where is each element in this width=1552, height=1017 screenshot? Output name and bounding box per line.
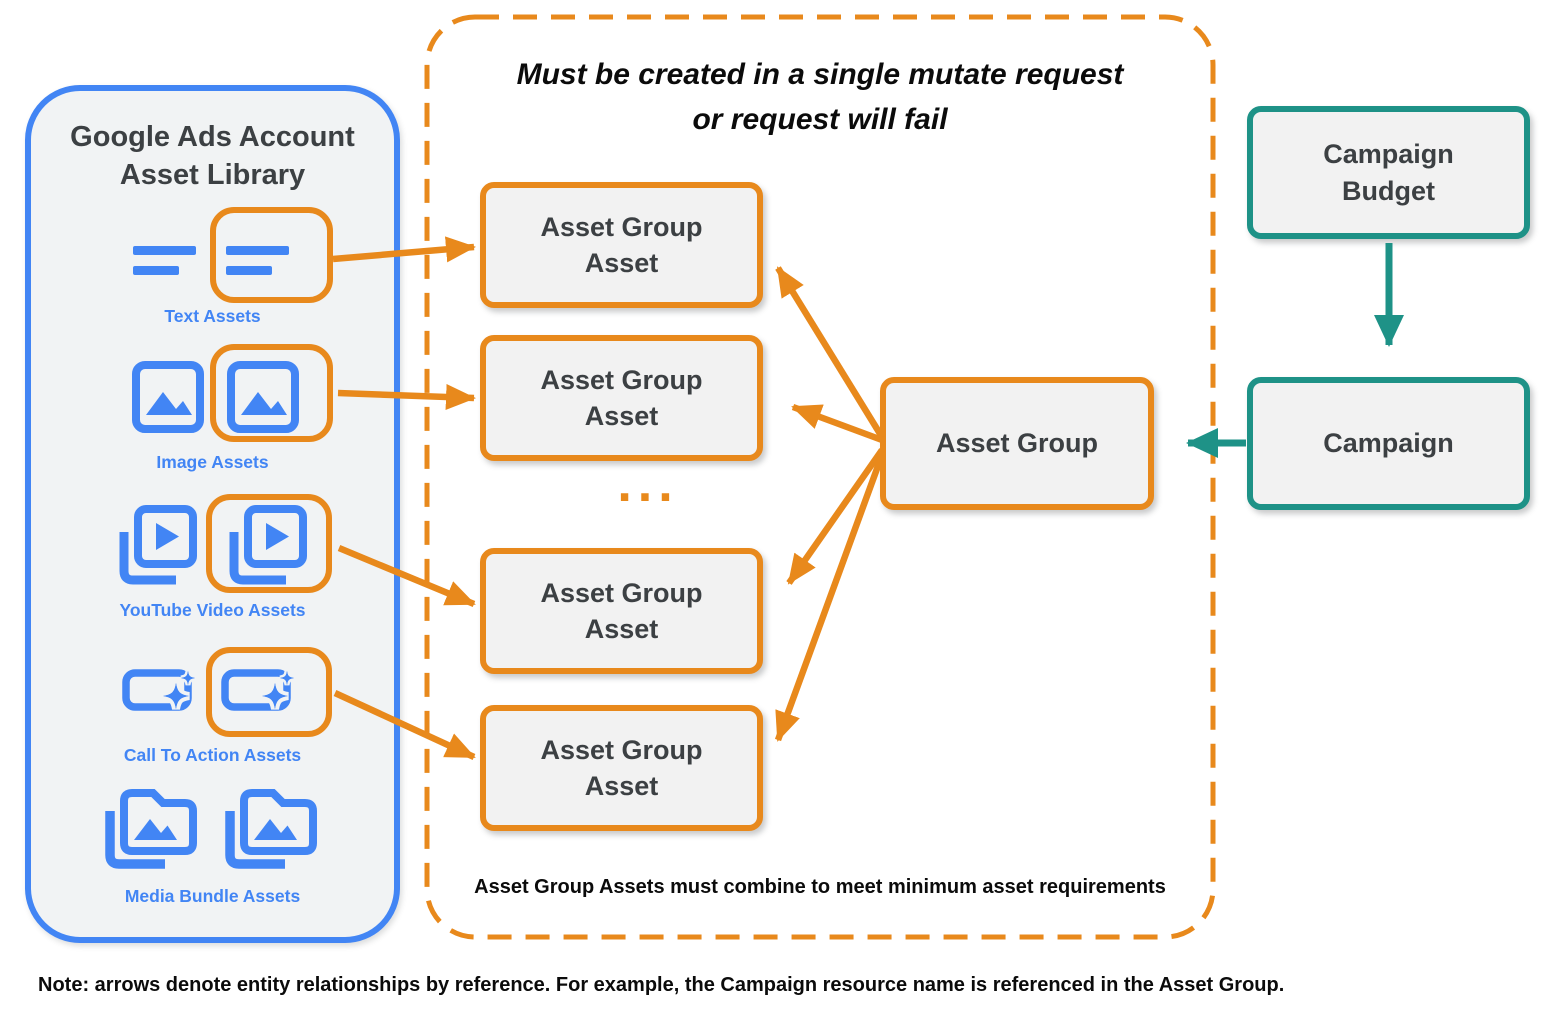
selected-asset-outline [210, 207, 333, 303]
image-asset-icon [227, 361, 299, 433]
selected-asset-outline [206, 494, 332, 593]
media-bundle-asset-icon [105, 789, 197, 869]
asset-group-asset-box: Asset Group Asset [480, 705, 763, 831]
asset-group-asset-box: Asset Group Asset [480, 548, 763, 674]
youtube-video-asset-icon [229, 505, 307, 585]
call-to-action-assets-label: Call To Action Assets [123, 745, 302, 765]
media-bundle-asset-icon [225, 789, 317, 869]
text-asset-icon [133, 246, 196, 275]
text-assets-label: Text Assets [164, 306, 261, 326]
call-to-action-asset-icon [221, 669, 295, 711]
arrow-asset-group-to-asset-group-asset-3 [786, 448, 885, 585]
image-assets-label: Image Assets [156, 452, 269, 472]
more-assets-ellipsis: ... [617, 455, 679, 513]
media-bundle-assets-label: Media Bundle Assets [124, 886, 301, 906]
image-asset-icon [132, 361, 204, 433]
campaign-box: Campaign [1247, 377, 1530, 510]
selected-asset-outline [206, 647, 332, 737]
text-asset-icon [226, 246, 289, 275]
asset-group-asset-box: Asset Group Asset [480, 182, 763, 308]
mutate-panel-footnote: Asset Group Assets must combine to meet … [474, 876, 1166, 898]
call-to-action-asset-icon [122, 669, 196, 711]
asset-group-asset-box: Asset Group Asset [480, 335, 763, 461]
campaign-budget-box: Campaign Budget [1247, 106, 1530, 239]
arrow-asset-group-to-asset-group-asset-1 [775, 266, 885, 439]
arrow-asset-group-to-asset-group-asset-4 [774, 453, 886, 742]
mutate-panel-title: Must be created in a single mutate reque… [516, 58, 1124, 136]
selected-asset-outline [210, 344, 333, 442]
asset-group-box: Asset Group [880, 377, 1154, 510]
note-text: Note: arrows denote entity relationships… [38, 974, 1285, 996]
asset-library-title: Google Ads Account Asset Library [70, 121, 355, 192]
youtube-video-assets-label: YouTube Video Assets [119, 600, 306, 620]
arrow-asset-group-to-asset-group-asset-2 [791, 403, 884, 444]
youtube-video-asset-icon [119, 505, 197, 585]
